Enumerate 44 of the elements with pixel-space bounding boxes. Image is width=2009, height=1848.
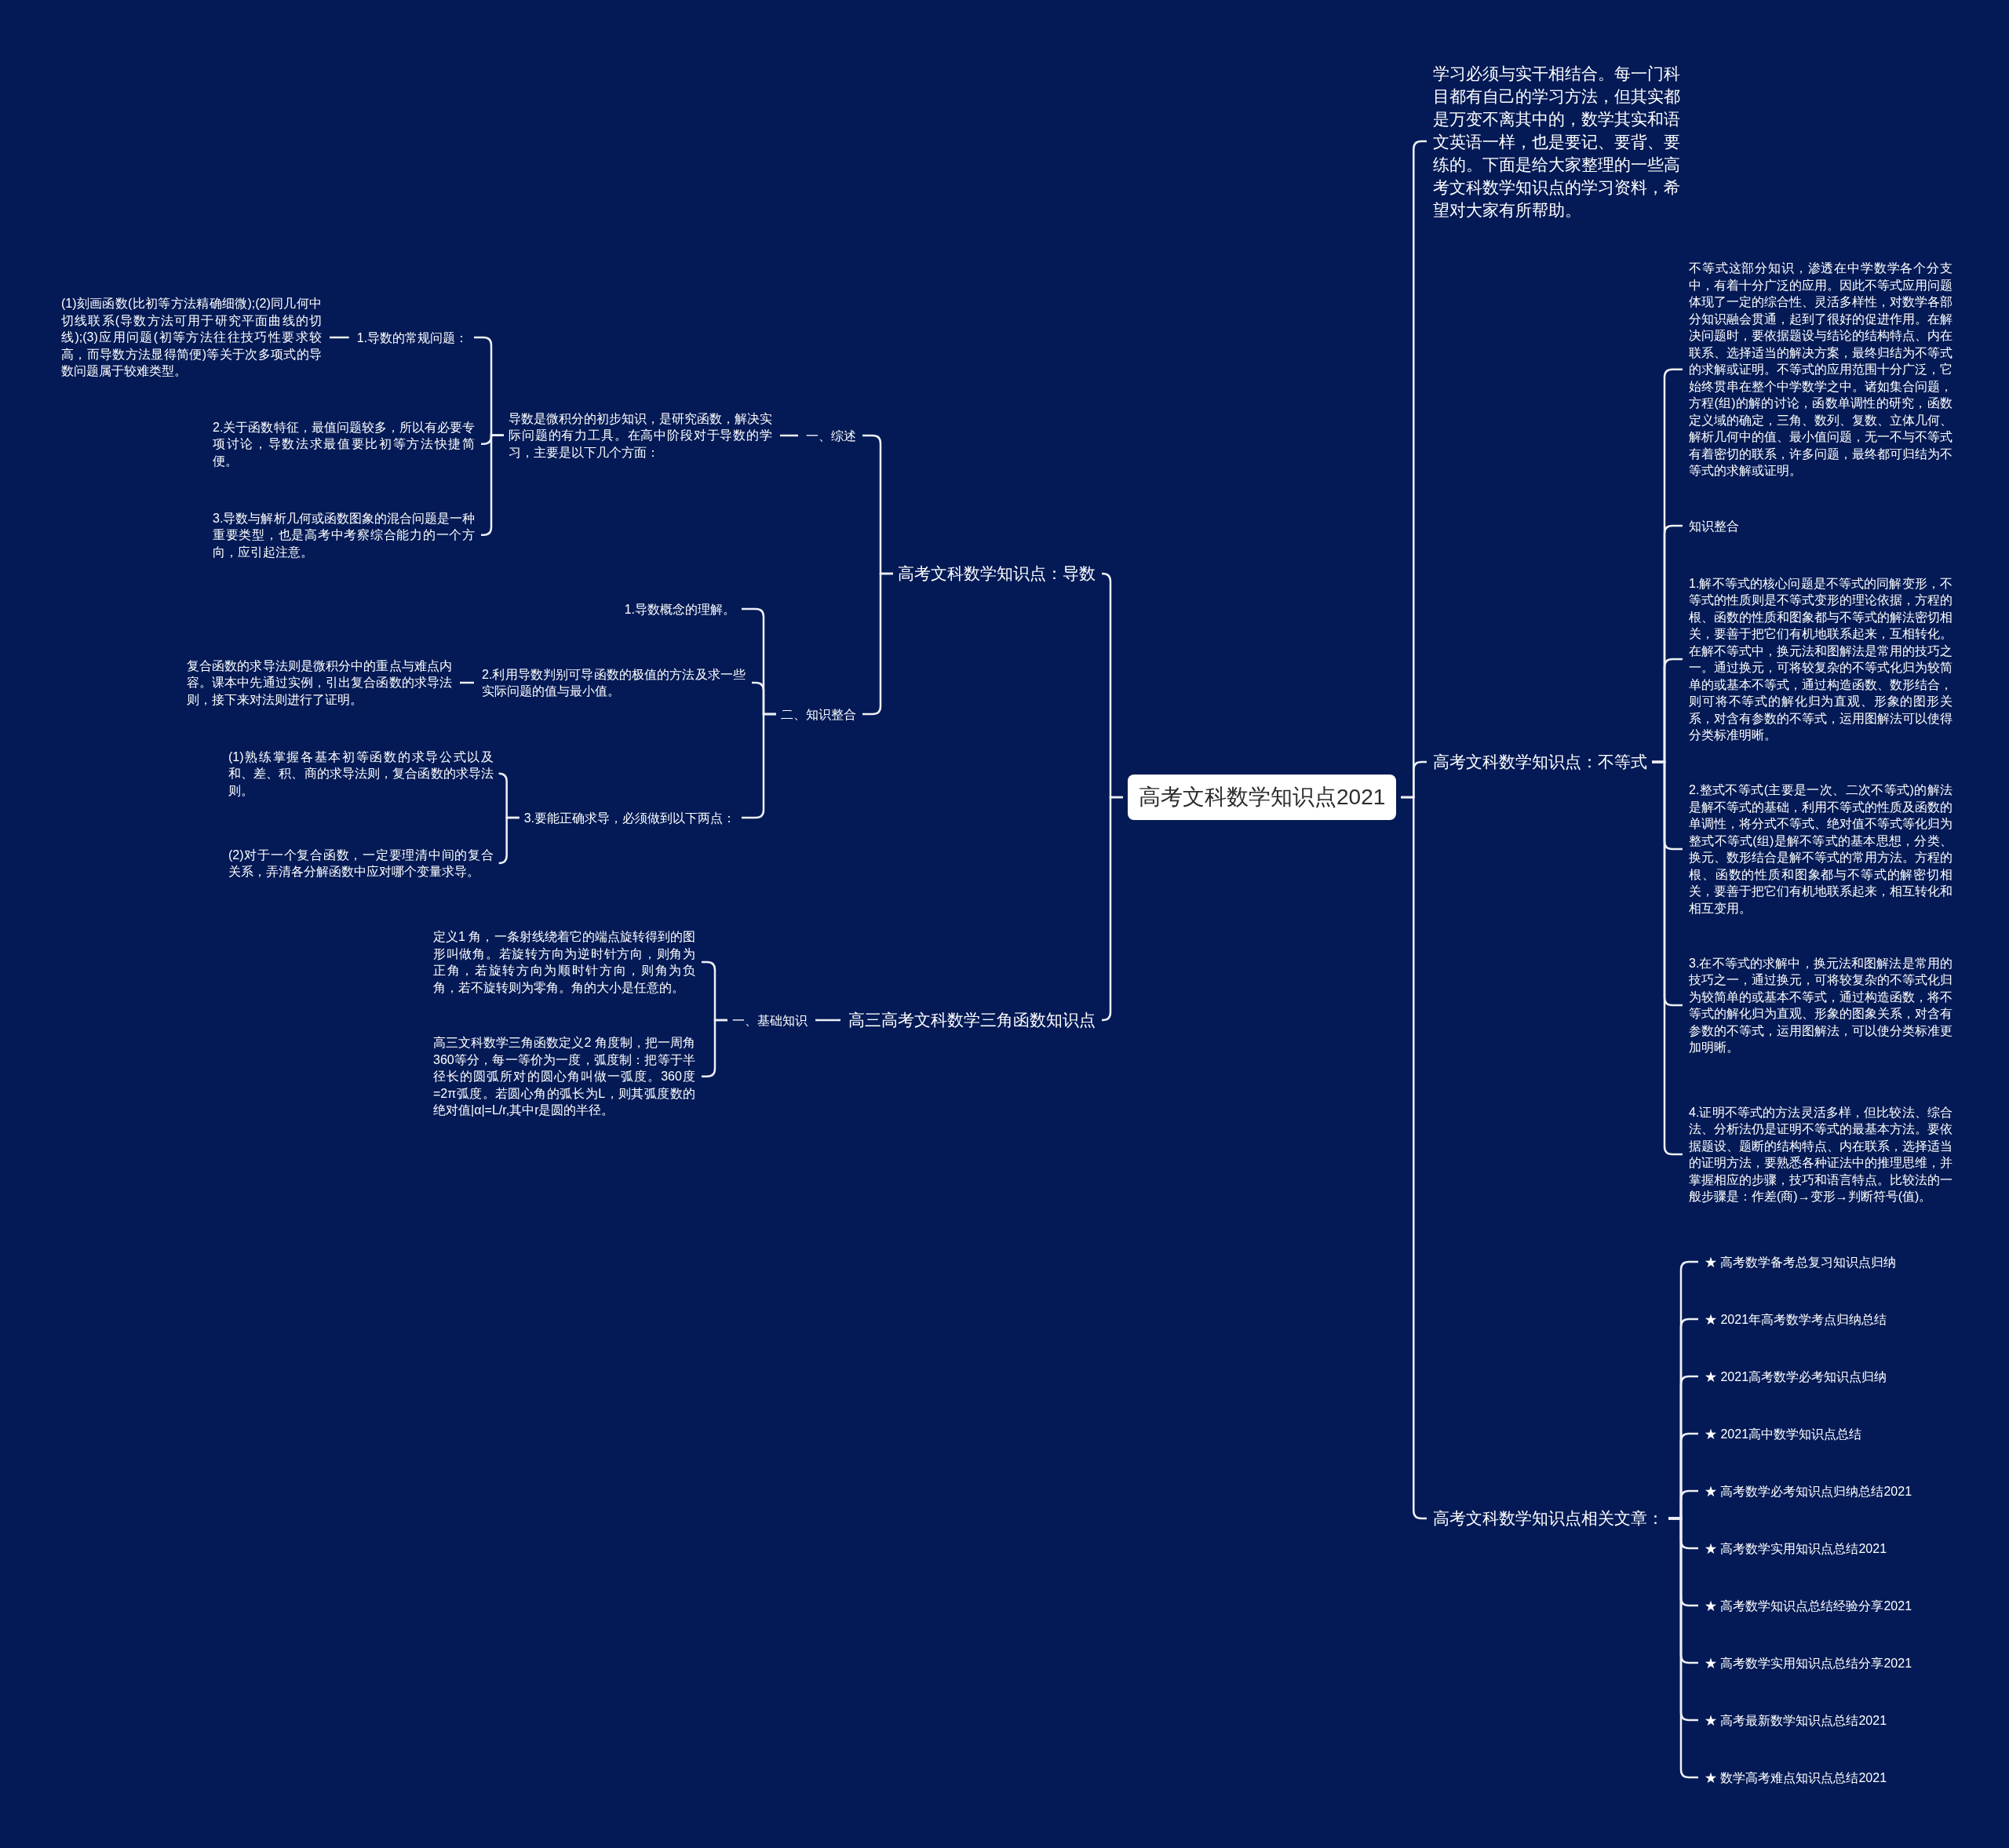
paragraph-text: 不等式这部分知识，渗透在中学数学各个分支中，有着十分广泛的应用。因此不等式应用问题体现了一定的综合性、灵活多样性，对数学各部分知识融会贯通，起到了很好的促进作用。在解决问题时，要依据题设与结论的结构特点、内在联系、选择适当的解决方案，最终归结为不等式的求解或证明。不等式的应用范围十分广泛，它始终贯串在整个中学数学之中。诸如集合问题，方程(组)的解的讨论，函数单调性的研究，函数定义域的确定，三角、数列、复数、立体几何、解析几何中的值、最小值问题，无一不与不等式有着密切的联系，许多问题，最终都可归结为不等式的求解或证明。 (1689, 260, 1952, 479)
central-topic-box: 高考文科数学知识点2021 (1128, 775, 1397, 820)
connector-line (1101, 796, 1123, 1022)
paragraph-text: (2)对于一个复合函数，一定要理清中间的复合关系，弄清各分解函数中应对哪个变量求导。 (228, 846, 494, 880)
branch-label: 1.导数概念的理解。 (624, 600, 735, 618)
connector-line (330, 336, 349, 339)
paragraph-text: 3.在不等式的求解中，换元法和图解法是常用的技巧之一，通过换元，可将较复杂的不等式化归为较简单的或基本不等式，通过构造函数，将不等式的解化归为直观、形象的图象关系，对含有参数的不等式，运用图解法，可以使分类标准更加明晰。 (1689, 954, 1952, 1056)
branch-label: 二、知识整合 (781, 705, 856, 723)
link-text: ★ 高考数学实用知识点总结2021 (1705, 1540, 1887, 1557)
branch-label: 一、综述 (806, 427, 856, 444)
link-text: ★ 高考数学知识点总结经验分享2021 (1705, 1597, 1912, 1614)
paragraph-text: 定义1 角，一条射线绕着它的端点旋转得到的图形叫做角。若旋转方向为逆时针方向，则角为正角，若旋转方向为顺时针方向，则角为负角，若不旋转则为零角。角的大小是任意的。 (433, 928, 695, 996)
branch-label: 一、基础知识 (732, 1011, 808, 1029)
branch-label: 高考文科数学知识点：导数 (898, 563, 1096, 585)
link-text: ★ 2021年高考数学考点归纳总结 (1705, 1310, 1887, 1328)
branch-label: 高考文科数学知识点相关文章： (1433, 1507, 1664, 1529)
link-text: ★ 高考数学必考知识点归纳总结2021 (1705, 1482, 1912, 1500)
paragraph-text: 4.证明不等式的方法灵活多样，但比较法、综合法、分析法仍是证明不等式的最基本方法。要依据题设、题断的结构特点、内在联系，选择适当的证明方法，要熟悉各种证法中的推理思维，并掌握相应的步骤，技巧和语言特点。比较法的一般步骤是：作差(商)→变形→判断符号(值)。 (1689, 1103, 1952, 1205)
branch-label: 知识整合 (1689, 517, 1739, 534)
paragraph-text: 复合函数的求导法则是微积分中的重点与难点内容。课本中先通过实例，引出复合函数的求导法则，接下来对法则进行了证明。 (187, 657, 452, 708)
paragraph-text: 学习必须与实干相结合。每一门科目都有自己的学习方法，但其实都是万变不离其中的，数学其实和语文英语一样，也是要记、要背、要练的。下面是给大家整理的一些高考文科数学知识点的学习资料，希望对大家有所帮助。 (1433, 61, 1688, 221)
branch-label: 3.要能正确求导，必须做到以下两点： (523, 809, 735, 826)
paragraph-text: (1)刻画函数(比初等方法精确细微);(2)同几何中切线联系(导数方法可用于研究平面曲线的切线);(3)应用问题(初等方法往往技巧性要求较高，而导数方法显得简便)等关于次多项式的导数问题属于较难类型。 (61, 295, 322, 380)
connector-line (498, 816, 520, 865)
connector-line (780, 434, 798, 437)
link-text: ★ 数学高考难点知识点总结2021 (1705, 1769, 1887, 1786)
link-text: ★ 高考数学实用知识点总结分享2021 (1705, 1654, 1912, 1671)
link-text: ★ 2021高中数学知识点总结 (1705, 1425, 1862, 1442)
branch-label: 1.导数的常规问题： (356, 329, 468, 346)
paragraph-text: 高三文科数学三角函数定义2 角度制，把一周角360等分，每一等价为一度，弧度制：把等于半径长的圆弧所对的圆心角叫做一弧度。360度=2π弧度。若圆心角的弧长为L，则其弧度数的绝对值|α|=L/r,其中r是圆的半径。 (433, 1034, 695, 1119)
paragraph-text: (1)熟练掌握各基本初等函数的求导公式以及和、差、积、商的求导法则，复合函数的求导法则。 (228, 748, 494, 799)
paragraph-text: 2.利用导数判别可导函数的极值的方法及求一些实际问题的值与最小值。 (482, 665, 746, 700)
paragraph-text: 导数是微积分的初步知识，是研究函数，解决实际问题的有力工具。在高中阶段对于导数的学习，主要是以下几个方面： (509, 410, 772, 461)
paragraph-text: 2.关于函数特征，最值问题较多，所以有必要专项讨论，导数法求最值要比初等方法快捷简便。 (213, 418, 475, 469)
link-text: ★ 高考数学备考总复习知识点归纳 (1705, 1253, 1897, 1270)
link-text: ★ 2021高考数学必考知识点归纳 (1705, 1368, 1887, 1385)
branch-label: 高考文科数学知识点：不等式 (1433, 751, 1647, 773)
link-text: ★ 高考最新数学知识点总结2021 (1705, 1711, 1887, 1729)
connector-line (815, 1019, 840, 1022)
paragraph-text: 1.解不等式的核心问题是不等式的同解变形，不等式的性质则是不等式变形的理论依据，方程的根、函数的性质和图象都与不等式的解法密切相关，要善于把它们有机地联系起来，互相转化。在解不等式中，换元法和图解法是常用的技巧之一。通过换元，可将较复杂的不等式化归为较简单的或基本不等式，通过构造函数、数形结合，则可将不等式的解化归为直观、形象的图形关系，对含有参数的不等式，运用图解法可以使得分类标准明晰。 (1689, 574, 1952, 744)
paragraph-text: 2.整式不等式(主要是一次、二次不等式)的解法是解不等式的基础，利用不等式的性质及函数的单调性，将分式不等式、绝对值不等式等化归为整式不等式(组)是解不等式的基本思想，分类、换元、数形结合是解不等式的常用方法。方程的根、函数的性质和图象都与不等式的解密切相关，要善于把它们有机地联系起来，相互转化和相互变用。 (1689, 782, 1952, 917)
connector-line (460, 681, 474, 684)
paragraph-text: 3.导数与解析几何或函数图象的混合问题是一种重要类型，也是高考中考察综合能力的一个方向，应引起注意。 (213, 509, 475, 560)
branch-label: 高三高考文科数学三角函数知识点 (848, 1009, 1096, 1031)
